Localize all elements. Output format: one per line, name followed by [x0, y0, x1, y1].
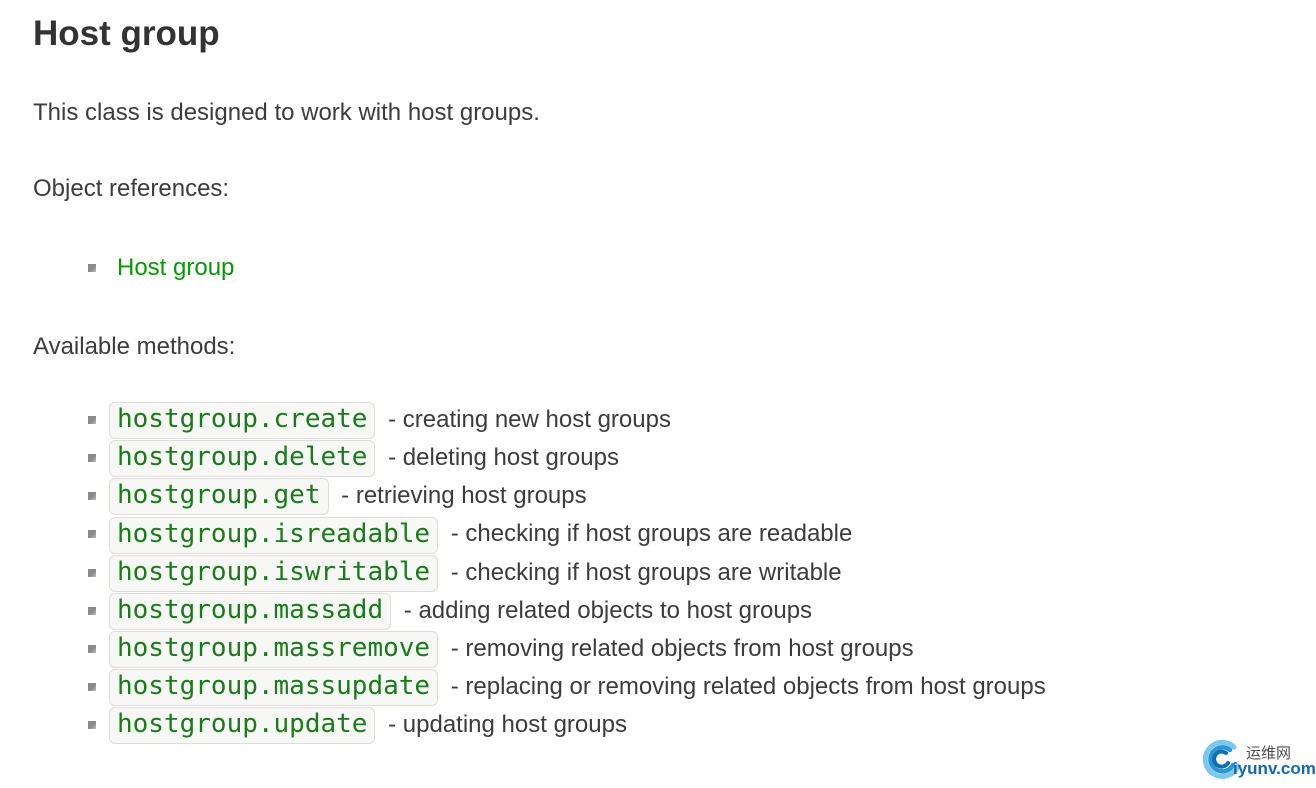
method-desc: - removing related objects from host gro…: [450, 634, 914, 662]
method-link[interactable]: hostgroup.massremove: [109, 631, 439, 669]
available-methods-label: Available methods:: [33, 333, 236, 360]
bullet-square-icon: [88, 416, 96, 424]
bullet-square-icon: [88, 264, 96, 272]
method-desc: - updating host groups: [388, 711, 627, 739]
methods-list: hostgroup.create - creating new host gro…: [33, 401, 1276, 745]
method-desc: - replacing or removing related objects …: [450, 673, 1046, 701]
iyunv-logo-icon: [1202, 739, 1241, 779]
object-references-list: Host group: [33, 249, 1276, 287]
watermark-site-name: 运维网: [1246, 745, 1292, 762]
bullet-square-icon: [88, 644, 96, 653]
bullet-square-icon: [88, 721, 96, 730]
list-item: Host group: [88, 249, 1276, 287]
doc-page: Host group This class is designed to wor…: [33, 14, 1276, 745]
method-code: hostgroup.get: [109, 478, 329, 516]
method-list-item: hostgroup.massupdate - replacing or remo…: [88, 668, 1276, 707]
method-link[interactable]: hostgroup.iswritable: [109, 554, 439, 592]
method-code: hostgroup.isreadable: [109, 516, 439, 554]
method-desc: - creating new host groups: [388, 406, 671, 433]
method-code: hostgroup.update: [109, 707, 376, 745]
method-link[interactable]: hostgroup.get: [109, 478, 329, 516]
method-link[interactable]: hostgroup.create: [109, 402, 376, 440]
method-code: hostgroup.massremove: [109, 631, 439, 669]
method-list-item: hostgroup.delete - deleting host groups: [88, 439, 1276, 478]
page-title: Host group: [33, 14, 220, 53]
method-link[interactable]: hostgroup.delete: [109, 440, 376, 478]
bullet-square-icon: [88, 606, 96, 615]
method-list-item: hostgroup.get - retrieving host groups: [88, 477, 1276, 516]
method-list-item: hostgroup.massremove - removing related …: [88, 630, 1276, 669]
method-list-item: hostgroup.update - updating host groups: [88, 706, 1276, 745]
method-code: hostgroup.massupdate: [109, 669, 439, 707]
intro-text: This class is designed to work with host…: [33, 99, 540, 126]
bullet-square-icon: [88, 683, 96, 692]
method-list-item: hostgroup.isreadable - checking if host …: [88, 515, 1276, 554]
method-list-item: hostgroup.iswritable - checking if host …: [88, 554, 1276, 592]
bullet-square-icon: [88, 492, 96, 501]
method-link[interactable]: hostgroup.update: [109, 707, 376, 745]
method-code: hostgroup.create: [109, 402, 376, 440]
bullet-square-icon: [88, 568, 96, 577]
method-link[interactable]: hostgroup.massupdate: [109, 669, 439, 707]
bullet-square-icon: [88, 530, 96, 539]
method-code: hostgroup.delete: [109, 440, 376, 478]
method-list-item: hostgroup.create - creating new host gro…: [88, 401, 1276, 440]
method-code: hostgroup.massadd: [109, 592, 392, 630]
method-desc: - retrieving host groups: [341, 482, 587, 510]
method-desc: - deleting host groups: [388, 444, 619, 472]
watermark-site-domain: iyunv.com: [1233, 759, 1316, 778]
method-link[interactable]: hostgroup.massadd: [109, 592, 392, 630]
method-desc: - checking if host groups are readable: [450, 520, 853, 548]
method-desc: - adding related objects to host groups: [403, 596, 813, 624]
object-references-label: Object references:: [33, 175, 230, 202]
host-group-link[interactable]: Host group: [117, 254, 235, 281]
watermark: 运维网 iyunv.com: [1198, 736, 1316, 786]
method-desc: - checking if host groups are writable: [450, 558, 842, 586]
method-code: hostgroup.iswritable: [109, 554, 439, 592]
method-link[interactable]: hostgroup.isreadable: [109, 516, 439, 554]
bullet-square-icon: [88, 454, 96, 463]
method-list-item: hostgroup.massadd - adding related objec…: [88, 592, 1276, 630]
